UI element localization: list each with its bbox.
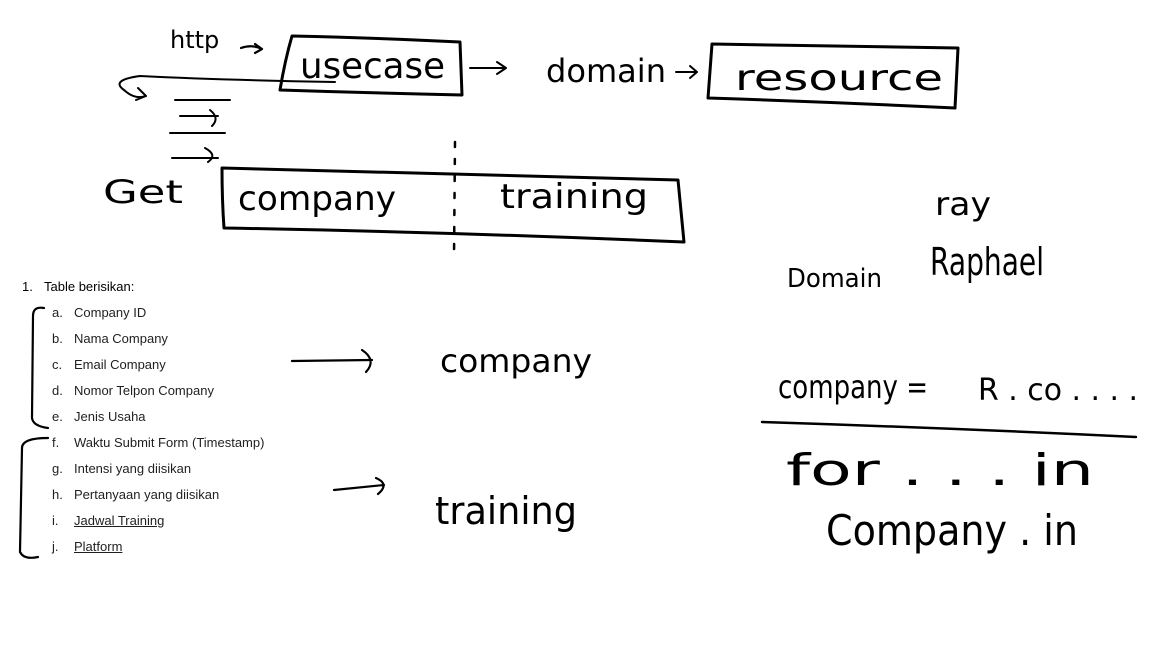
list-item-marker: f. xyxy=(52,435,60,450)
http-label: http xyxy=(170,26,219,54)
list-item-text: Platform xyxy=(74,539,123,554)
list-item-marker: c. xyxy=(52,357,63,372)
list-item: g. Intensi yang diisikan xyxy=(52,461,191,477)
raphael-note: Raphael xyxy=(930,240,1044,284)
usecase-label: usecase xyxy=(300,46,445,87)
list-item-text: Jenis Usaha xyxy=(74,409,146,424)
list-item: a. Company ID xyxy=(52,305,146,321)
list-item-marker: i. xyxy=(52,513,59,528)
company-in-note: Company . in xyxy=(826,506,1078,555)
list-item: h. Pertanyaan yang diisikan xyxy=(52,487,219,503)
list-item-text: Email Company xyxy=(74,357,166,372)
list-item-marker: j. xyxy=(52,539,59,554)
for-in-note: for . . . in xyxy=(786,445,1094,496)
list-item-marker: d. xyxy=(52,383,63,398)
list-item-text: Nomor Telpon Company xyxy=(74,383,214,398)
list-item: f. Waktu Submit Form (Timestamp) xyxy=(52,435,264,451)
list-item-text: Waktu Submit Form (Timestamp) xyxy=(74,435,265,450)
list-item-text: Intensi yang diisikan xyxy=(74,461,192,476)
list-item: i. Jadwal Training xyxy=(52,513,164,529)
arrow-usecase-to-domain xyxy=(469,61,507,75)
list-heading: 1. Table berisikan: xyxy=(22,279,134,295)
list-item-text: Company ID xyxy=(74,305,147,320)
arrow-to-company xyxy=(290,348,374,374)
arrow-http-to-usecase xyxy=(239,42,264,55)
list-item: e. Jenis Usaha xyxy=(52,409,146,425)
list-item: c. Email Company xyxy=(52,357,166,373)
company-equals-note: company = xyxy=(778,368,928,406)
bracket-company-fields xyxy=(30,306,50,430)
resource-box xyxy=(706,42,960,110)
domain-label: domain xyxy=(546,52,666,90)
bracket-training-fields xyxy=(18,436,50,559)
divider-line xyxy=(760,420,1138,439)
get-box-divider xyxy=(452,140,457,260)
table-fields-list: 1. Table berisikan: a. Company ID b. Nama C… xyxy=(0,0,400,600)
list-item-marker: g. xyxy=(52,461,63,476)
company-target-label: company xyxy=(440,342,592,380)
get-box-company: company xyxy=(238,179,396,219)
list-item-text: Pertanyaan yang diisikan xyxy=(74,487,220,502)
list-item: d. Nomor Telpon Company xyxy=(52,383,214,399)
arrow-domain-to-resource xyxy=(675,65,698,79)
get-label: Get xyxy=(103,173,183,211)
list-item-text: Nama Company xyxy=(74,331,168,346)
list-item-marker: a. xyxy=(52,305,63,320)
resource-label: resource xyxy=(735,58,943,99)
list-item-marker: h. xyxy=(52,487,63,502)
arrow-to-training xyxy=(332,476,386,496)
ray-note: ray xyxy=(935,185,991,223)
list-item-marker: b. xyxy=(52,331,63,346)
list-heading-text: Table berisikan: xyxy=(44,279,135,294)
sub-arrows xyxy=(169,99,231,163)
r-co-note: R . co . . . . xyxy=(978,373,1138,408)
list-item-text: Jadwal Training xyxy=(74,513,165,528)
usecase-box xyxy=(278,34,464,97)
training-target-label: training xyxy=(435,489,577,533)
get-box-training: training xyxy=(500,177,648,217)
get-box xyxy=(220,166,686,244)
list-item: b. Nama Company xyxy=(52,331,168,347)
domain-note: Domain xyxy=(787,264,882,294)
loop-arrow xyxy=(118,75,336,101)
list-item-marker: e. xyxy=(52,409,63,424)
list-item: j. Platform xyxy=(52,539,122,555)
list-heading-number: 1. xyxy=(22,279,33,294)
